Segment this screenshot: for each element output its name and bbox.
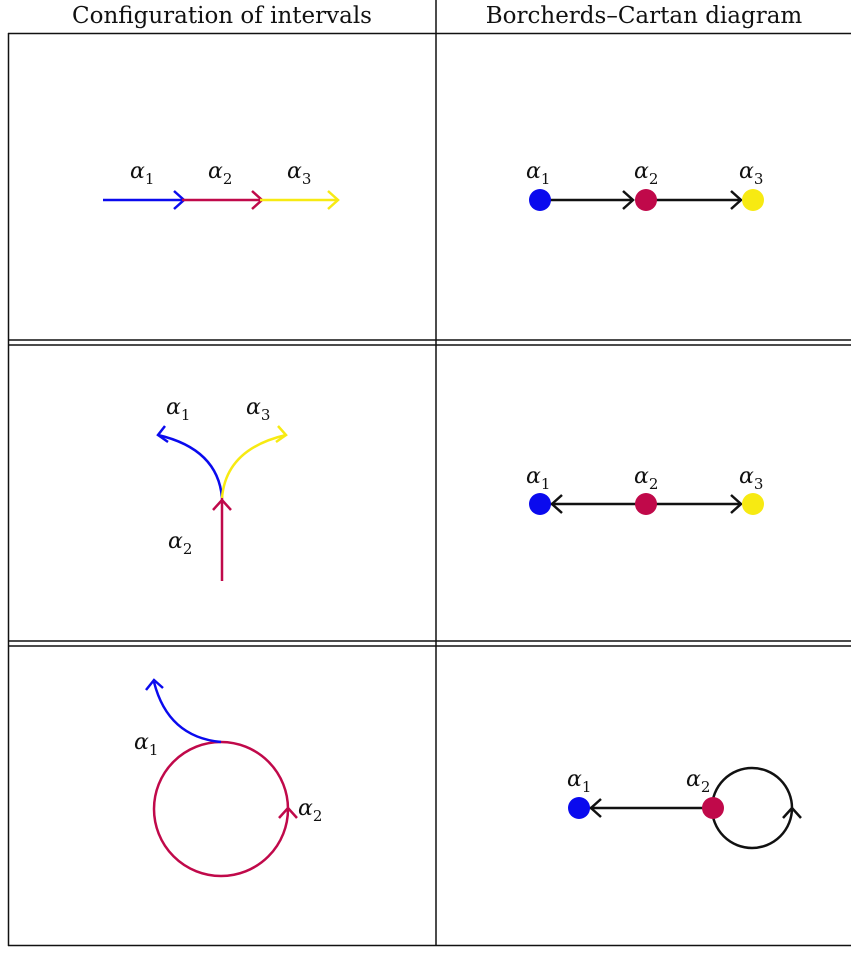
arrowhead-alpha3 [327, 190, 340, 210]
label-alpha1: α1 [130, 159, 154, 188]
row1-configuration-cell: α1 α2 α3 [8, 34, 436, 340]
label-alpha1: α1 [567, 767, 591, 796]
edge-arrowhead-2 [730, 190, 743, 210]
column-header-configuration: Configuration of intervals [72, 3, 372, 29]
node-alpha2 [702, 797, 724, 819]
node-alpha3 [742, 493, 764, 515]
row1-configuration-diagram: α1 α2 α3 [103, 159, 340, 210]
label-alpha2: α2 [634, 159, 658, 188]
label-alpha1: α1 [166, 395, 190, 424]
label-alpha3: α3 [739, 464, 763, 493]
self-loop-arrowhead [782, 806, 802, 819]
arrowhead-alpha1 [145, 678, 164, 691]
row3-borcherds-cartan-diagram: α1 α2 [567, 766, 802, 850]
row1-borcherds-cartan-diagram: α1 α2 α3 [526, 159, 764, 211]
node-alpha2 [635, 189, 657, 211]
row2-configuration-cell: α1 α3 α2 [8, 346, 436, 641]
arrowhead-alpha1 [156, 425, 169, 444]
label-alpha1: α1 [526, 464, 550, 493]
row3-diagram-cell: α1 α2 [436, 647, 851, 945]
interval-alpha1 [157, 433, 224, 499]
row1-diagram-cell: α1 α2 α3 [436, 34, 851, 340]
row2-configuration-diagram: α1 α3 α2 [156, 395, 288, 581]
arrowhead-alpha2 [212, 498, 232, 511]
interval-alpha1 [152, 681, 222, 744]
label-alpha1: α1 [134, 730, 158, 759]
node-alpha1 [529, 189, 551, 211]
label-alpha3: α3 [287, 159, 311, 188]
label-alpha2: α2 [298, 796, 322, 825]
label-alpha2: α2 [208, 159, 232, 188]
column-header-borcherds-cartan: Borcherds–Cartan diagram [485, 3, 803, 29]
edge-arrowhead-2 [730, 494, 743, 514]
arrowhead-alpha3 [275, 425, 288, 444]
edge-arrowhead-1 [550, 494, 563, 514]
row2-diagram-cell: α1 α2 α3 [436, 346, 851, 641]
label-alpha3: α3 [739, 159, 763, 188]
row2-borcherds-cartan-diagram: α1 α2 α3 [526, 464, 764, 515]
interval-alpha3 [220, 433, 287, 499]
row3-configuration-diagram: α1 α2 [134, 678, 322, 878]
interval-alpha2-loop [152, 740, 290, 878]
label-alpha3: α3 [246, 395, 270, 424]
node-alpha3 [742, 189, 764, 211]
label-alpha1: α1 [526, 159, 550, 188]
node-alpha2 [635, 493, 657, 515]
label-alpha2: α2 [634, 464, 658, 493]
edge-arrowhead-1 [622, 190, 635, 210]
label-alpha2: α2 [168, 529, 192, 558]
edge-arrowhead-1 [589, 798, 602, 818]
arrowhead-alpha2 [278, 806, 298, 819]
node-alpha1 [568, 797, 590, 819]
node-alpha1 [529, 493, 551, 515]
row3-configuration-cell: α1 α2 [8, 647, 436, 945]
label-alpha2: α2 [686, 767, 710, 796]
